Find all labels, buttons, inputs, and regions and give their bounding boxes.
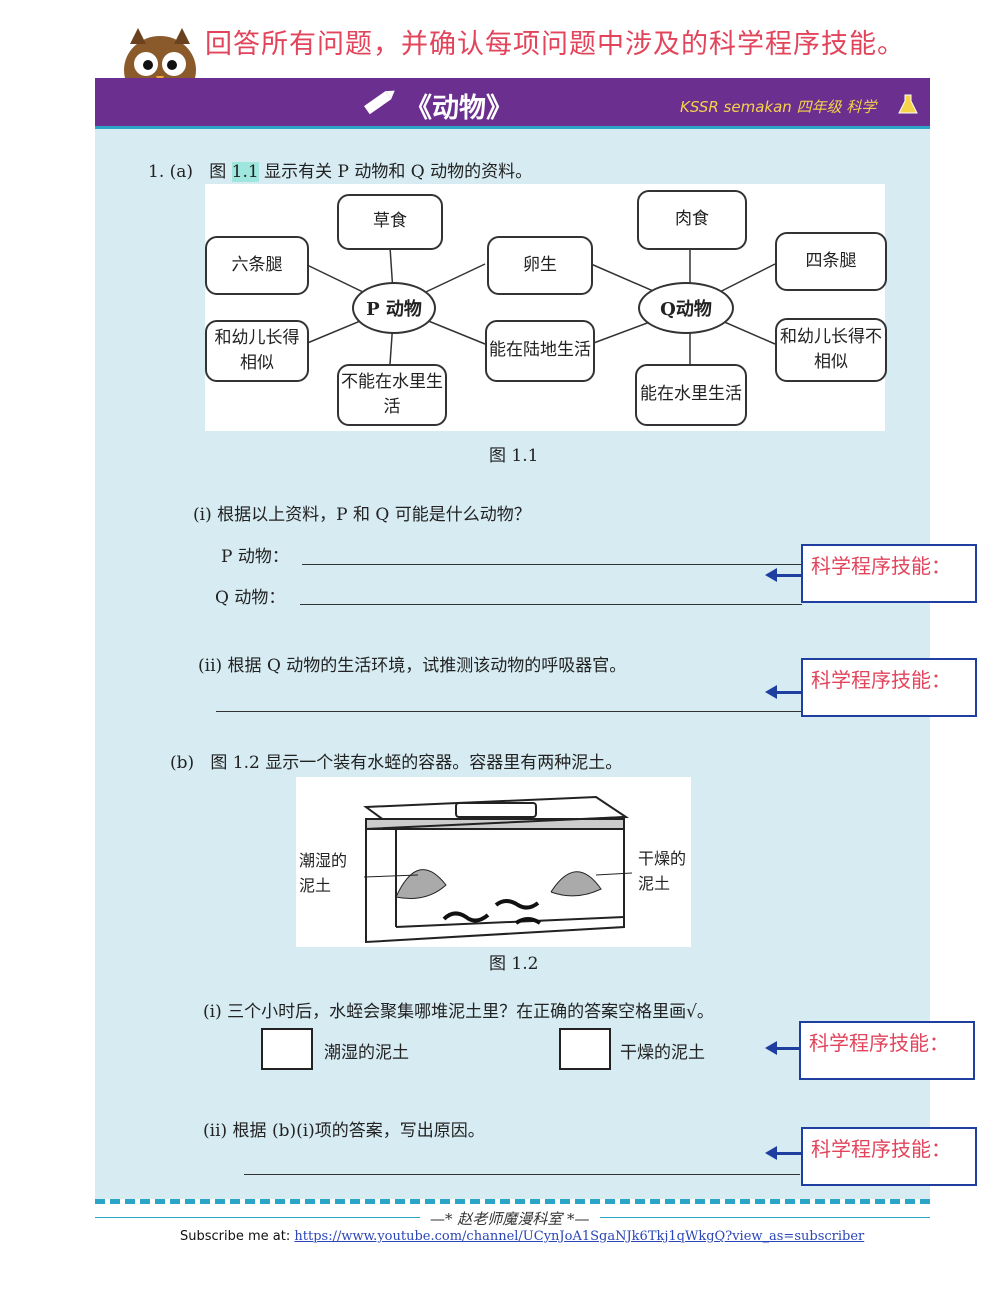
- leech-container-drawing: [363, 795, 633, 944]
- subscribe-line: Subscribe me at: https://www.youtube.com…: [180, 1229, 864, 1244]
- question-number: 1. (a): [148, 162, 194, 182]
- question-1a-i: (i) 根据以上资料，P 和 Q 可能是什么动物？: [193, 505, 531, 525]
- option-wet-soil-label: 潮湿的泥土: [324, 1043, 409, 1063]
- question-text: 图: [209, 162, 227, 182]
- arrow-icon: [765, 1041, 803, 1055]
- node-herbivore: 草食: [337, 194, 443, 250]
- figure-caption-1-2: 图 1.2: [489, 954, 539, 974]
- respiratory-organ-answer-line[interactable]: [216, 711, 802, 712]
- title-banner: [95, 78, 930, 129]
- node-oviparous: 卵生: [487, 236, 593, 295]
- question-text: 显示有关 P 动物和 Q 动物的资料。: [264, 162, 533, 182]
- skill-label: 科学程序技能：: [811, 554, 951, 578]
- node-can-live-in-water: 能在水里生活: [635, 364, 747, 426]
- footer-divider-dashed: [95, 1199, 930, 1204]
- skill-box-4[interactable]: 科学程序技能：: [801, 1127, 977, 1186]
- figure-1-1: P 动物 Q动物 草食 六条腿 和幼儿长得相似 不能在水里生活 卵生 能在陆地生…: [205, 184, 887, 431]
- q-animal-answer-line[interactable]: [300, 604, 802, 605]
- question-1b-ii: (ii) 根据 (b)(i)项的答案，写出原因。: [203, 1121, 485, 1141]
- question-number: (b): [170, 753, 195, 773]
- skill-box-2[interactable]: 科学程序技能：: [801, 658, 977, 717]
- question-1b-i: (i) 三个小时后，水蛭会聚集哪堆泥土里？在正确的答案空格里画√。: [203, 1002, 714, 1022]
- skill-box-3[interactable]: 科学程序技能：: [799, 1021, 975, 1080]
- science-flask-icon: [898, 94, 918, 114]
- question-1a-ii: (ii) 根据 Q 动物的生活环境，试推测该动物的呼吸器官。: [198, 656, 627, 676]
- checkbox-wet-soil[interactable]: [261, 1028, 313, 1070]
- node-can-live-on-land: 能在陆地生活: [485, 320, 595, 382]
- subscribe-label: Subscribe me at:: [180, 1229, 291, 1244]
- node-resemble-young: 和幼儿长得相似: [205, 320, 309, 382]
- figure-1-2: 潮湿的泥土 干燥的泥土: [296, 777, 691, 947]
- figure-caption-1-1: 图 1.1: [489, 446, 539, 466]
- checkbox-dry-soil[interactable]: [559, 1028, 611, 1070]
- figure-connector-lines: [304, 246, 776, 365]
- page-title: 《动物》: [405, 93, 513, 124]
- footer-signature: —* 赵老师魔漫科室 *—: [420, 1208, 600, 1229]
- arrow-icon: [765, 685, 803, 699]
- node-carnivore: 肉食: [637, 190, 747, 250]
- node-cannot-live-in-water: 不能在水里生活: [337, 364, 447, 426]
- option-dry-soil-label: 干燥的泥土: [620, 1043, 705, 1063]
- node-not-resemble-young: 和幼儿长得不相似: [775, 318, 887, 382]
- question-text: 图 1.2 显示一个装有水蛭的容器。容器里有两种泥土。: [210, 753, 623, 773]
- question-1b: (b) 图 1.2 显示一个装有水蛭的容器。容器里有两种泥土。: [170, 748, 622, 773]
- label-dry-soil: 干燥的泥土: [638, 849, 687, 893]
- skill-label: 科学程序技能：: [811, 1137, 951, 1161]
- question-1a: 1. (a) 图 1.1 显示有关 P 动物和 Q 动物的资料。: [148, 157, 532, 182]
- skill-box-1[interactable]: 科学程序技能：: [801, 544, 977, 603]
- p-animal-label: P 动物：: [221, 547, 289, 567]
- p-animal-answer-line[interactable]: [302, 564, 802, 565]
- node-four-legs: 四条腿: [775, 232, 887, 291]
- banner-subtitle: KSSR semakan 四年级 科学: [680, 98, 877, 116]
- instruction-text: 回答所有问题，并确认每项问题中涉及的科学程序技能。: [205, 29, 905, 60]
- label-wet-soil: 潮湿的泥土: [299, 851, 348, 895]
- hub-animal-q: Q动物: [638, 282, 734, 334]
- q-animal-label: Q 动物：: [215, 588, 286, 608]
- reason-answer-line[interactable]: [244, 1174, 800, 1175]
- youtube-channel-link[interactable]: https://www.youtube.com/channel/UCynJoA1…: [294, 1229, 865, 1244]
- arrow-icon: [765, 1146, 803, 1160]
- figure-reference: 1.1: [231, 162, 259, 182]
- hub-animal-p: P 动物: [352, 282, 436, 334]
- pencil-icon: [364, 90, 395, 115]
- arrow-icon: [765, 568, 803, 582]
- skill-label: 科学程序技能：: [811, 668, 951, 692]
- node-six-legs: 六条腿: [205, 236, 309, 295]
- skill-label: 科学程序技能：: [809, 1031, 949, 1055]
